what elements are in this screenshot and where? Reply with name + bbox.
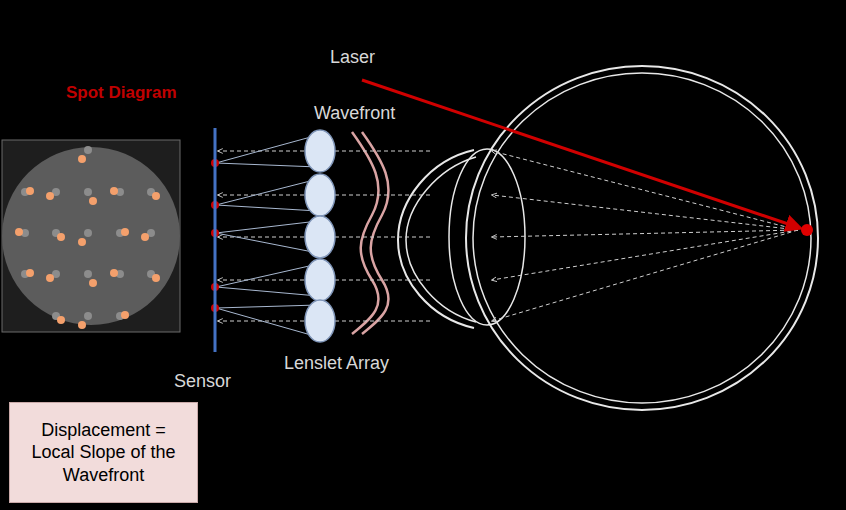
lenslet <box>305 216 335 258</box>
wavefront-curve <box>362 132 389 334</box>
ray-dashed <box>492 151 798 230</box>
focus-line <box>216 287 318 296</box>
measured-spot <box>121 311 129 319</box>
measured-spot <box>110 187 118 195</box>
lenslet-group <box>305 130 335 342</box>
measured-spot <box>152 274 160 282</box>
measured-spot <box>57 316 65 324</box>
measured-spot <box>89 197 97 205</box>
lenslet <box>305 300 335 342</box>
measured-spot <box>78 321 86 329</box>
reference-spot <box>84 270 92 278</box>
measured-spot <box>110 269 118 277</box>
note-box: Displacement = Local Slope of the Wavefr… <box>9 402 198 503</box>
reference-spot <box>84 229 92 237</box>
lenslet <box>305 259 335 301</box>
measured-spot <box>26 187 34 195</box>
panel-title: Spot Diagram <box>66 84 177 103</box>
note-text: Displacement = Local Slope of the Wavefr… <box>28 419 179 487</box>
eye-lens <box>449 149 525 325</box>
measured-spot <box>46 192 54 200</box>
part-label: Sensor <box>174 372 231 392</box>
cornea-inner <box>406 157 476 322</box>
measured-spot <box>121 228 129 236</box>
lenslet <box>305 130 335 172</box>
reference-spot <box>84 312 92 320</box>
focus-line <box>216 233 318 253</box>
ray-dashed <box>492 230 798 237</box>
lenslet <box>305 174 335 216</box>
measured-spot <box>141 233 149 241</box>
reference-spot <box>84 188 92 196</box>
eyeball-inner <box>473 73 811 403</box>
focus-line <box>216 264 318 287</box>
focus-line <box>216 135 318 163</box>
part-label: Wavefront <box>314 104 395 124</box>
measured-spot <box>89 279 97 287</box>
cornea-outer <box>398 150 474 328</box>
eyeball-outer <box>466 66 818 410</box>
measured-spot <box>57 233 65 241</box>
ray-dashed <box>492 230 798 280</box>
measured-spot <box>78 155 86 163</box>
focus-line <box>216 221 318 233</box>
part-label: Lenslet Array <box>284 354 389 374</box>
measured-spot <box>152 192 160 200</box>
measured-spot <box>15 228 23 236</box>
laser-beam <box>362 80 800 228</box>
spot-group <box>15 146 160 329</box>
spot-panel <box>2 140 180 332</box>
focus-line <box>216 308 318 337</box>
retina-spot <box>801 224 813 236</box>
pupil-disc <box>2 147 180 325</box>
measured-spot <box>46 274 54 282</box>
measured-spot <box>26 269 34 277</box>
focus-line <box>216 205 318 211</box>
part-label: Laser <box>330 48 375 68</box>
focus-line <box>216 179 318 205</box>
focus-line <box>216 305 318 308</box>
reference-spot <box>84 146 92 154</box>
focus-line <box>216 163 318 167</box>
sensor-plate <box>214 128 217 352</box>
measured-spot <box>78 238 86 246</box>
ray-dashed <box>492 230 798 321</box>
